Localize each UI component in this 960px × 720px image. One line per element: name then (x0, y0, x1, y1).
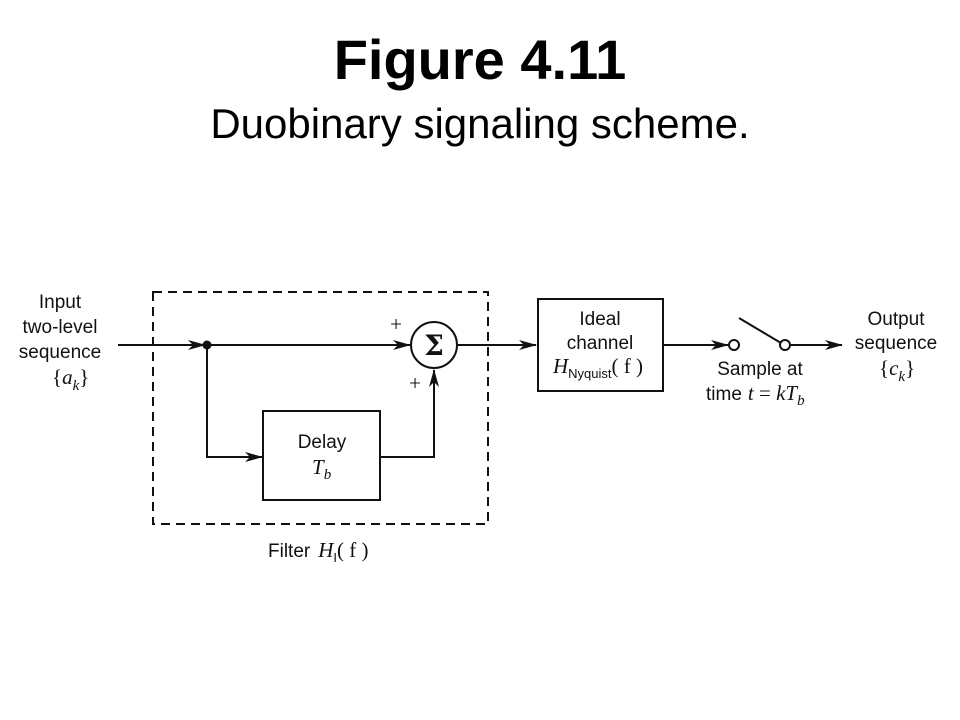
plus-sign-bottom: + (409, 371, 421, 395)
filter-dashed-box (152, 291, 489, 525)
channel-transfer-function: HNyquist( f ) (552, 354, 643, 381)
input-label-line2: two-level (23, 317, 98, 338)
delay-block (262, 410, 381, 501)
sample-label-line1: Sample at (717, 359, 803, 380)
switch-blade (738, 317, 782, 344)
output-sequence-symbol: {ck} (879, 356, 915, 385)
figure-title: Figure 4.11 (333, 28, 627, 91)
channel-label-line1: Ideal (579, 309, 620, 330)
sigma-icon: Σ (424, 329, 444, 362)
output-label-line2: sequence (855, 333, 937, 354)
input-sequence-symbol: {ak} (52, 365, 89, 394)
delay-label: Delay (298, 432, 347, 453)
switch-contact-right (779, 339, 791, 351)
delay-output-arrow (380, 369, 439, 458)
input-label-line3: sequence (19, 342, 101, 363)
channel-label-line2: channel (567, 333, 634, 354)
output-label-line1: Output (867, 309, 925, 330)
delay-input-arrow (206, 345, 263, 462)
input-label-line1: Input (39, 292, 82, 313)
plus-sign-top: + (390, 312, 402, 336)
figure-subtitle: Duobinary signaling scheme. (210, 100, 750, 147)
delay-symbol: Tb (312, 455, 332, 483)
switch-contact-left (728, 339, 740, 351)
